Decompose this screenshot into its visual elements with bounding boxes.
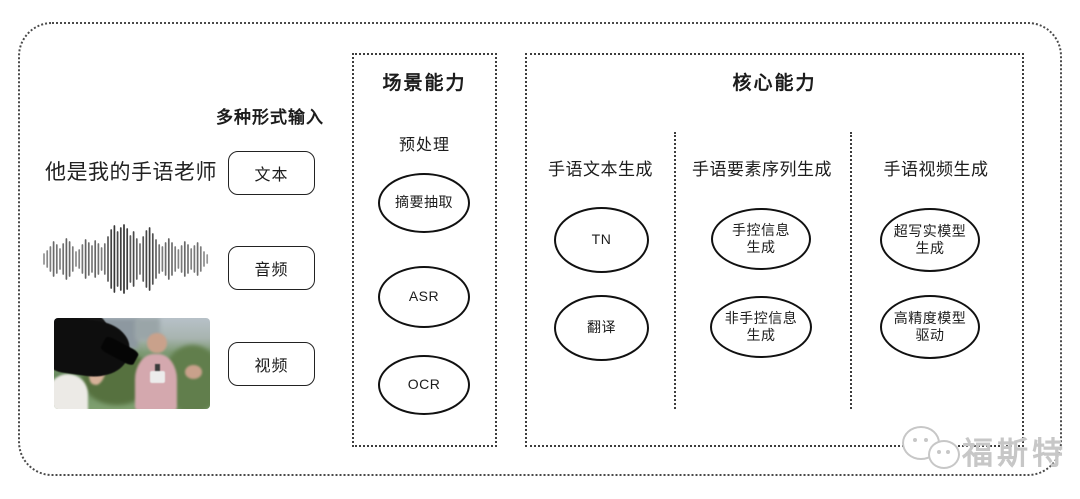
watermark-text: 福斯特	[962, 436, 1067, 471]
input-mode-audio-label: 音频	[254, 262, 289, 279]
node-asr: ASR	[378, 266, 470, 328]
node-high-precision-model-driving: 高精度模型 驱动	[880, 295, 980, 359]
preprocessing-label: 预处理	[398, 137, 450, 154]
node-ocr: OCR	[378, 355, 470, 415]
core-capability-panel: 核心能力 手语文本生成 手语要素序列生成 手语视频生成 TN 翻译 手控信息 生…	[525, 53, 1024, 447]
audio-waveform-graphic	[43, 224, 209, 294]
input-section-label: 多种形式输入	[216, 108, 324, 127]
scene-panel-title: 场景能力	[382, 73, 467, 94]
wechat-bubble-icon	[928, 440, 960, 469]
input-mode-text-box: 文本	[228, 151, 315, 195]
watermark: 福斯特	[880, 424, 1065, 474]
video-input-thumbnail	[54, 318, 210, 409]
scene-capability-panel: 场景能力 预处理 摘要抽取 ASR OCR	[352, 53, 497, 447]
node-manual-info-generation: 手控信息 生成	[711, 208, 811, 270]
input-mode-audio-box: 音频	[228, 246, 315, 290]
diagram-outer-frame	[18, 22, 1062, 476]
node-hyperrealistic-model-generation: 超写实模型 生成	[880, 208, 980, 272]
bubble-eye	[924, 438, 928, 442]
bubble-eye	[946, 450, 950, 454]
microphone	[154, 363, 161, 373]
column-divider	[674, 132, 676, 409]
column-header-sign-video-generation: 手语视频生成	[883, 160, 989, 179]
reporter-hand	[185, 365, 203, 379]
core-panel-title: 核心能力	[732, 73, 817, 94]
reporter-head	[146, 332, 168, 354]
column-header-sign-text-generation: 手语文本生成	[548, 160, 653, 179]
text-input-sample: 他是我的手语老师	[45, 161, 217, 184]
node-non-manual-info-generation: 非手控信息 生成	[710, 296, 812, 358]
microphone-flag	[149, 370, 165, 383]
input-mode-video-box: 视频	[228, 342, 315, 386]
input-mode-text-label: 文本	[254, 167, 289, 184]
bubble-eye	[937, 450, 941, 454]
column-header-sign-element-sequence-generation: 手语要素序列生成	[692, 160, 832, 179]
node-summary-extraction: 摘要抽取	[378, 173, 470, 233]
node-translation: 翻译	[554, 295, 649, 361]
input-mode-video-label: 视频	[254, 358, 289, 375]
bubble-eye	[913, 438, 917, 442]
column-divider	[850, 132, 852, 409]
node-tn: TN	[554, 207, 649, 273]
photographer-shirt	[54, 374, 89, 409]
